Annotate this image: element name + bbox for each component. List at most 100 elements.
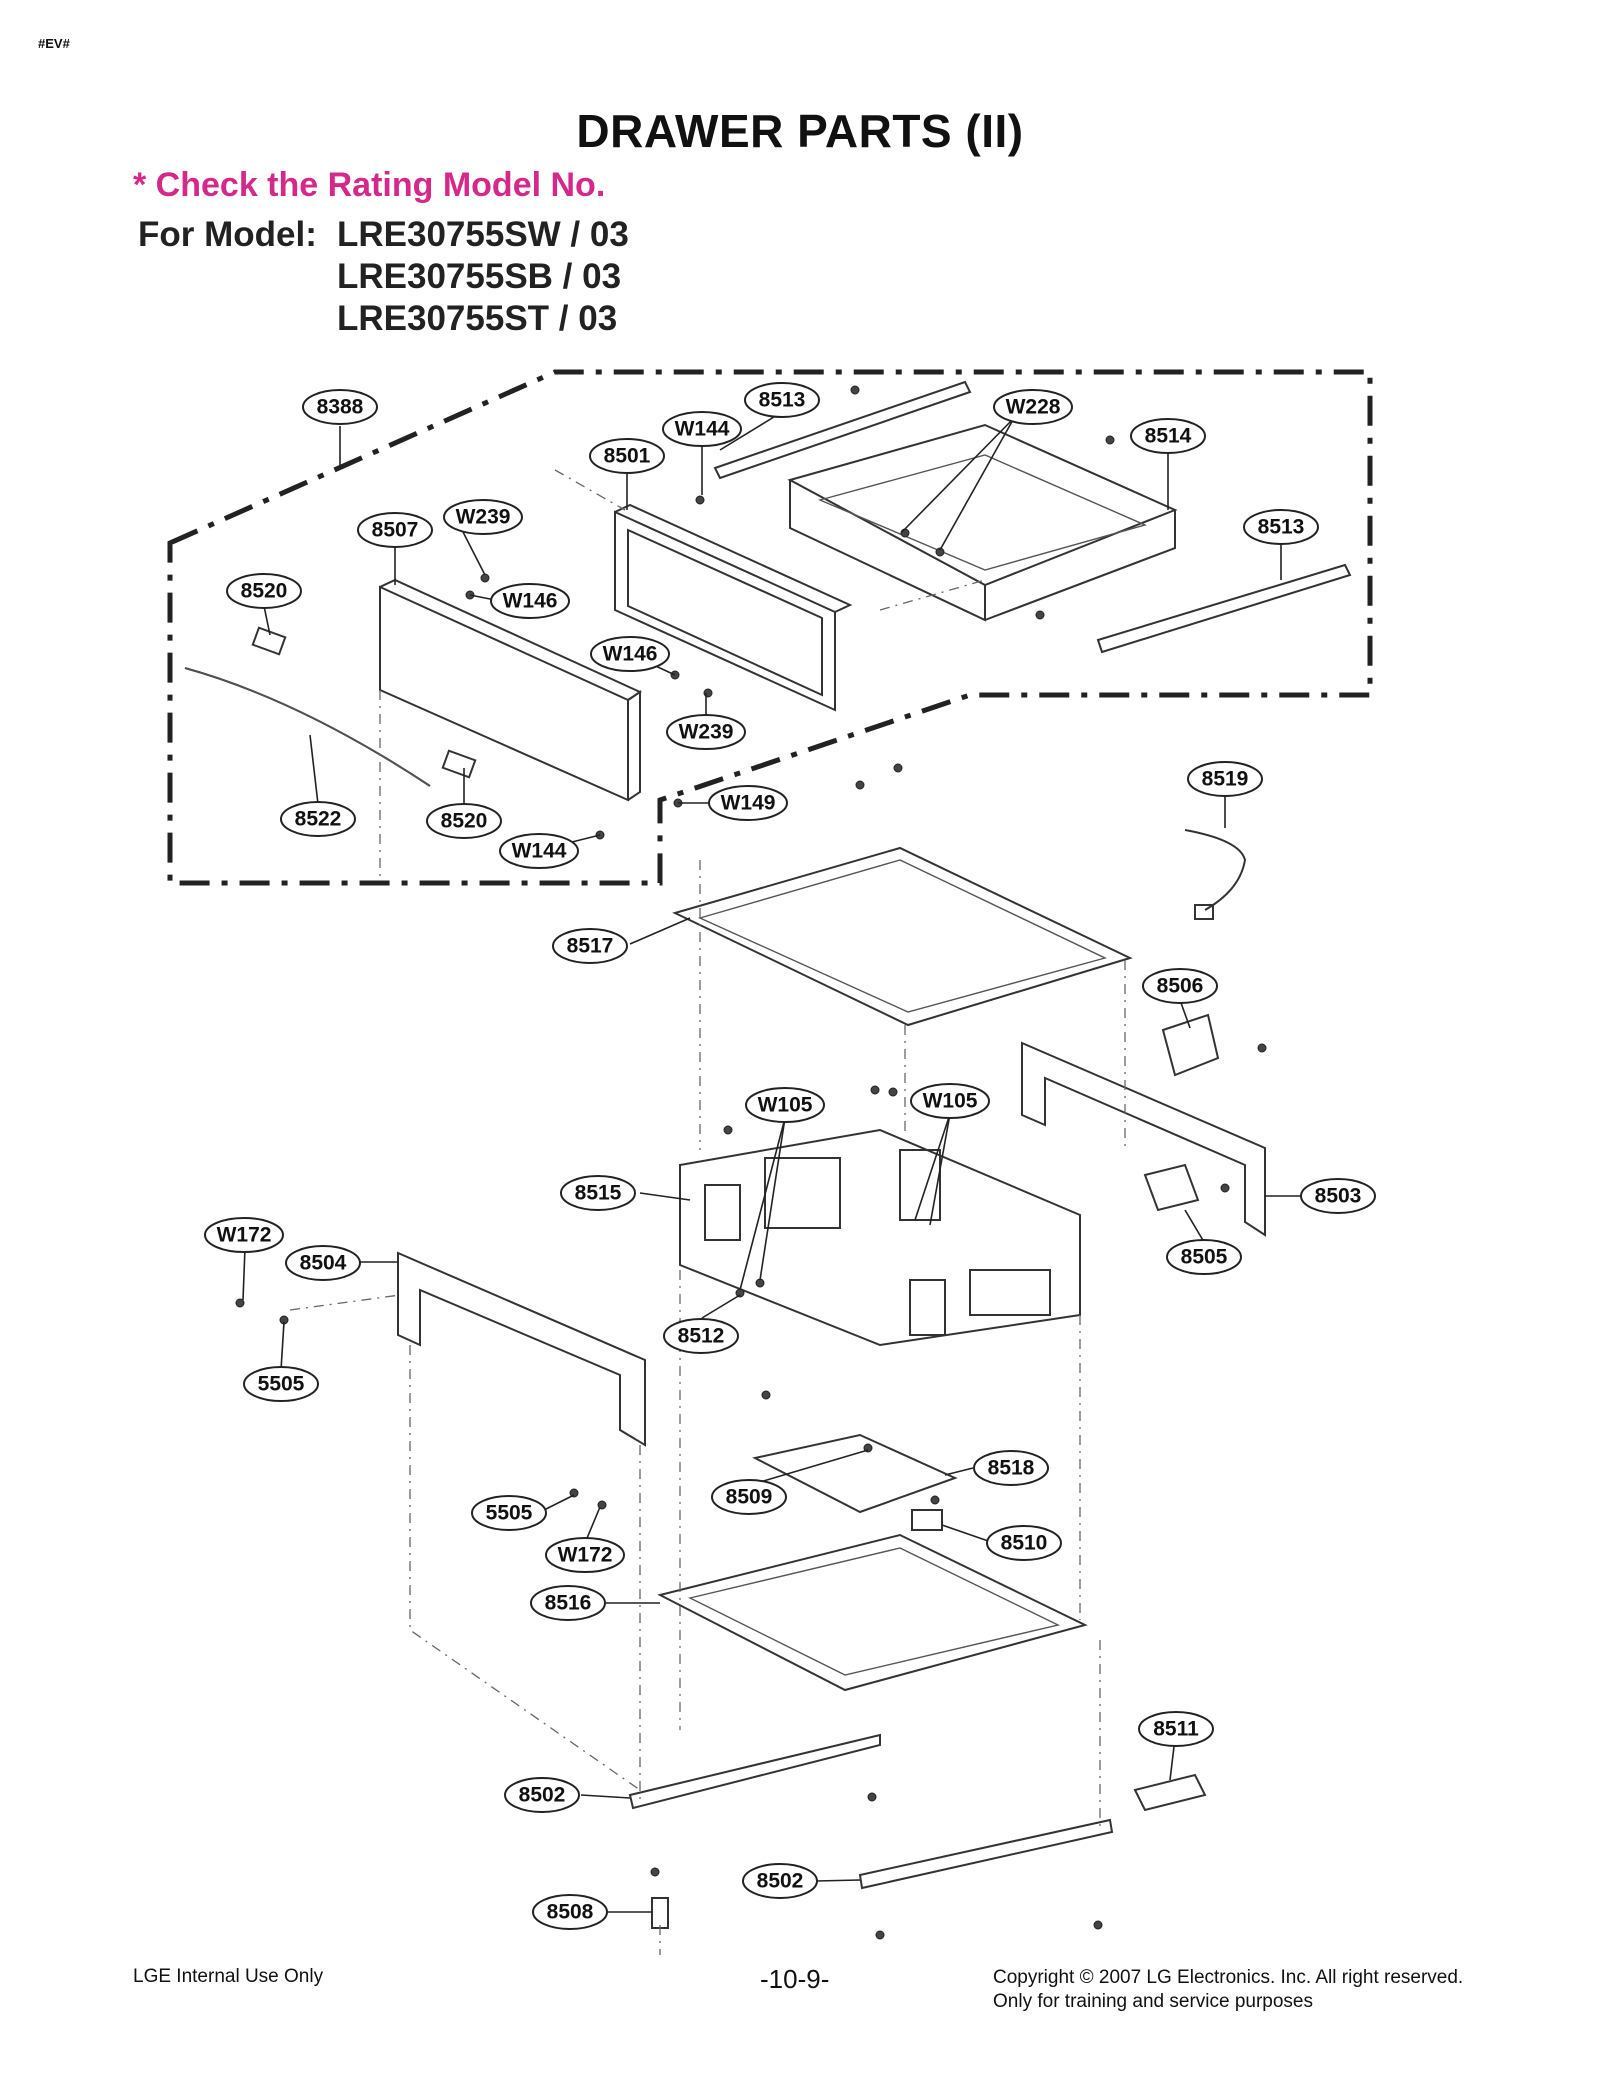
model-label: For Model: bbox=[138, 215, 317, 254]
svg-text:W172: W172 bbox=[558, 1544, 613, 1567]
svg-text:W144: W144 bbox=[675, 418, 730, 441]
svg-text:8505: 8505 bbox=[1181, 1246, 1228, 1269]
callout-W144: W144 bbox=[499, 833, 579, 869]
callout-8522: 8522 bbox=[280, 801, 356, 837]
svg-text:8513: 8513 bbox=[759, 389, 806, 412]
svg-text:W105: W105 bbox=[923, 1090, 978, 1113]
callout-W105: W105 bbox=[910, 1083, 990, 1119]
callout-8505: 8505 bbox=[1166, 1239, 1242, 1275]
callout-W239: W239 bbox=[443, 499, 523, 535]
top-cover-plate bbox=[672, 846, 1133, 1027]
callout-8508: 8508 bbox=[532, 1894, 608, 1930]
fastener-screws bbox=[235, 385, 1267, 1940]
right-side-frame bbox=[1021, 1041, 1266, 1237]
callout-8502: 8502 bbox=[742, 1863, 818, 1899]
callout-5505: 5505 bbox=[471, 1495, 547, 1531]
svg-text:8507: 8507 bbox=[372, 519, 419, 542]
callout-8520: 8520 bbox=[426, 803, 502, 839]
corner-bracket bbox=[1143, 1163, 1200, 1212]
svg-text:8519: 8519 bbox=[1202, 768, 1249, 791]
mounting-bracket bbox=[1161, 1013, 1220, 1077]
svg-text:8513: 8513 bbox=[1258, 516, 1305, 539]
bottom-rail-left bbox=[628, 1733, 881, 1810]
svg-text:8510: 8510 bbox=[1001, 1532, 1048, 1555]
left-side-frame bbox=[397, 1251, 646, 1447]
svg-text:8516: 8516 bbox=[545, 1592, 592, 1615]
model-number: LRE30755ST / 03 bbox=[337, 299, 618, 338]
callout-W172: W172 bbox=[545, 1537, 625, 1573]
callout-8512: 8512 bbox=[663, 1318, 739, 1354]
svg-text:8504: 8504 bbox=[300, 1252, 347, 1275]
callout-W149: W149 bbox=[708, 785, 788, 821]
callout-8504: 8504 bbox=[285, 1245, 361, 1281]
callout-8513: 8513 bbox=[1243, 509, 1319, 545]
svg-text:W146: W146 bbox=[603, 643, 658, 666]
callout-W144: W144 bbox=[662, 411, 742, 447]
callout-8516: 8516 bbox=[530, 1585, 606, 1621]
callout-8510: 8510 bbox=[986, 1525, 1062, 1561]
svg-text:5505: 5505 bbox=[258, 1373, 305, 1396]
callout-8507: 8507 bbox=[357, 512, 433, 548]
callout-W228: W228 bbox=[993, 389, 1073, 425]
svg-text:W105: W105 bbox=[758, 1094, 813, 1117]
drawer-handle bbox=[184, 626, 477, 787]
page-title: DRAWER PARTS (II) bbox=[576, 105, 1024, 157]
copyright-text: Copyright © 2007 LG Electronics. Inc. Al… bbox=[993, 1967, 1464, 1988]
footer-copyright: Copyright © 2007 LG Electronics. Inc. Al… bbox=[993, 1966, 1463, 2014]
callout-5505: 5505 bbox=[243, 1366, 319, 1402]
svg-text:5505: 5505 bbox=[486, 1502, 533, 1525]
svg-text:W239: W239 bbox=[456, 506, 511, 529]
svg-text:8514: 8514 bbox=[1145, 425, 1192, 448]
callout-8517: 8517 bbox=[552, 928, 628, 964]
drawer-basket bbox=[787, 423, 1178, 622]
callout-8506: 8506 bbox=[1142, 968, 1218, 1004]
svg-text:W239: W239 bbox=[679, 721, 734, 744]
svg-text:8388: 8388 bbox=[317, 396, 364, 419]
drawer-rail-lower bbox=[1096, 563, 1352, 654]
callout-W172: W172 bbox=[204, 1217, 284, 1253]
svg-text:W149: W149 bbox=[721, 792, 776, 815]
rating-note: * Check the Rating Model No. bbox=[133, 166, 606, 204]
svg-text:8517: 8517 bbox=[567, 935, 614, 958]
drawer-housing bbox=[679, 1128, 1081, 1347]
bottom-rail-right bbox=[858, 1818, 1114, 1890]
svg-text:8501: 8501 bbox=[604, 445, 651, 468]
gasket-frame bbox=[752, 1433, 958, 1514]
callout-8518: 8518 bbox=[973, 1450, 1049, 1486]
switch-block bbox=[911, 1509, 943, 1531]
harness-connector bbox=[1194, 904, 1214, 920]
svg-text:8520: 8520 bbox=[241, 580, 288, 603]
callout-W146: W146 bbox=[490, 583, 570, 619]
callout-8515: 8515 bbox=[560, 1175, 636, 1211]
svg-text:8518: 8518 bbox=[988, 1457, 1035, 1480]
page-number: -10-9- bbox=[760, 1964, 830, 1994]
callout-8502: 8502 bbox=[504, 1777, 580, 1813]
model-number: LRE30755SB / 03 bbox=[337, 257, 622, 296]
svg-text:8502: 8502 bbox=[757, 1870, 804, 1893]
drawer-inner-frame bbox=[614, 503, 853, 712]
footer-internal-use: LGE Internal Use Only bbox=[133, 1966, 324, 1987]
bottom-element-tray bbox=[657, 1533, 1088, 1692]
model-number: LRE30755SW / 03 bbox=[337, 215, 629, 254]
callout-W105: W105 bbox=[745, 1087, 825, 1123]
code-tag: #EV# bbox=[38, 36, 70, 51]
svg-text:8515: 8515 bbox=[575, 1182, 622, 1205]
svg-text:8502: 8502 bbox=[519, 1784, 566, 1807]
svg-text:W172: W172 bbox=[217, 1224, 272, 1247]
svg-text:8512: 8512 bbox=[678, 1325, 725, 1348]
callout-8501: 8501 bbox=[589, 438, 665, 474]
drawer-rail-upper bbox=[713, 380, 972, 480]
callout-8509: 8509 bbox=[711, 1479, 787, 1515]
svg-text:8508: 8508 bbox=[547, 1901, 594, 1924]
svg-text:8509: 8509 bbox=[726, 1486, 773, 1509]
callout-8511: 8511 bbox=[1138, 1711, 1214, 1747]
callout-8520: 8520 bbox=[226, 573, 302, 609]
svg-text:8506: 8506 bbox=[1157, 975, 1204, 998]
training-note: Only for training and service purposes bbox=[993, 1991, 1313, 2012]
callout-8503: 8503 bbox=[1300, 1178, 1376, 1214]
svg-text:8503: 8503 bbox=[1315, 1185, 1362, 1208]
svg-text:W228: W228 bbox=[1006, 396, 1061, 419]
svg-text:W146: W146 bbox=[503, 590, 558, 613]
